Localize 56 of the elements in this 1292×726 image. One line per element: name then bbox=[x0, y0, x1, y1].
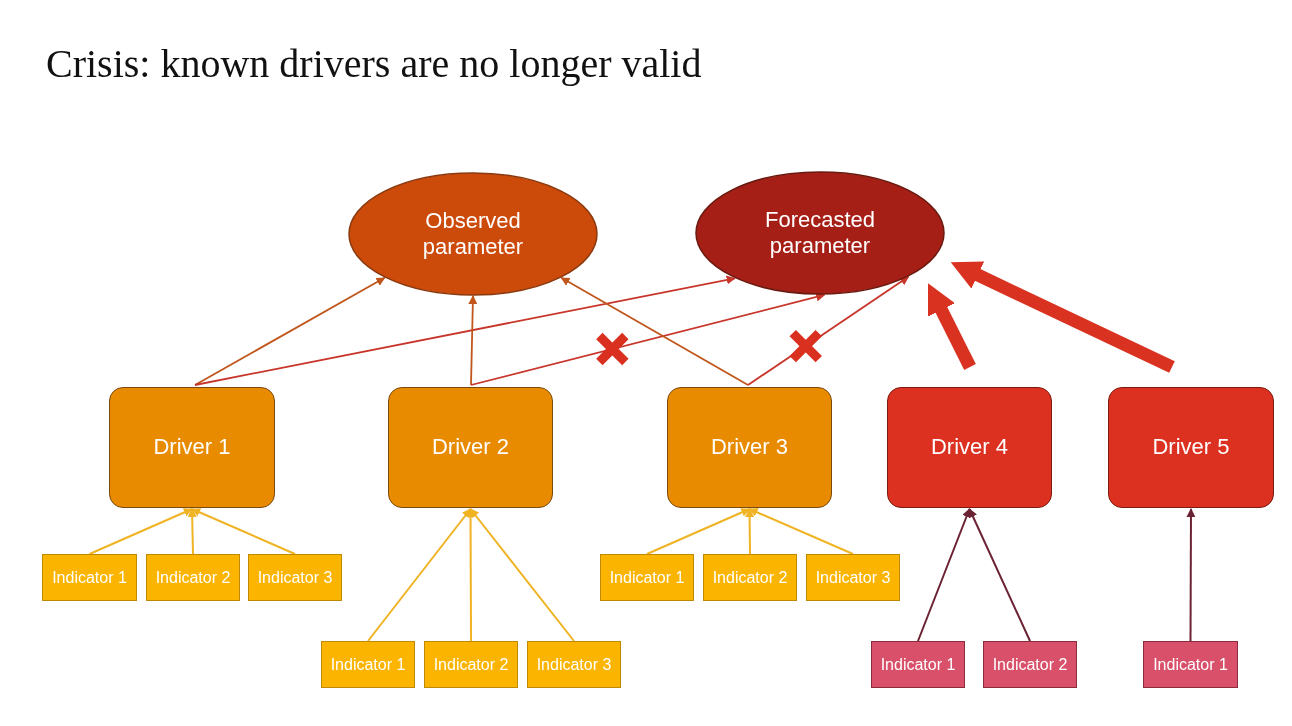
arrow bbox=[968, 508, 1031, 642]
indicator-box bbox=[527, 641, 621, 688]
arrow bbox=[468, 295, 478, 386]
node-label: Driver 5 bbox=[1152, 434, 1230, 461]
arrow bbox=[88, 508, 193, 555]
node-label: Indicator 3 bbox=[815, 567, 891, 588]
thick-arrow bbox=[950, 261, 1175, 373]
arrow bbox=[367, 508, 472, 642]
slide-title: Crisis: known drivers are no longer valid bbox=[46, 40, 702, 87]
driver-box bbox=[388, 387, 553, 508]
arrow bbox=[194, 275, 736, 386]
node-label: Indicator 1 bbox=[1153, 654, 1228, 675]
indicator-box bbox=[146, 554, 240, 601]
node-label: Observed parameter bbox=[421, 207, 525, 261]
node-label: Indicator 1 bbox=[880, 654, 956, 675]
indicator-box bbox=[1143, 641, 1238, 688]
node-label: Driver 2 bbox=[432, 434, 509, 461]
arrow bbox=[469, 508, 575, 642]
arrow bbox=[917, 508, 971, 642]
arrow bbox=[560, 276, 749, 386]
node-label: Indicator 2 bbox=[155, 567, 231, 588]
node-label: Indicator 3 bbox=[536, 654, 612, 675]
node-label: Driver 1 bbox=[153, 434, 231, 461]
indicator-box bbox=[248, 554, 342, 601]
arrow bbox=[191, 508, 296, 555]
indicator-box bbox=[321, 641, 415, 688]
arrow bbox=[466, 508, 476, 642]
arrow bbox=[1186, 508, 1196, 642]
thick-arrow bbox=[928, 283, 976, 370]
node-label: Indicator 1 bbox=[52, 567, 127, 588]
node-label: Forecasted parameter bbox=[763, 206, 877, 260]
node-label: Indicator 2 bbox=[712, 567, 788, 588]
arrow bbox=[748, 508, 854, 555]
indicator-box bbox=[600, 554, 694, 601]
driver-box bbox=[1108, 387, 1274, 508]
node-label: Driver 3 bbox=[711, 434, 788, 461]
driver-box bbox=[887, 387, 1052, 508]
indicator-box bbox=[871, 641, 965, 688]
node-label: Indicator 1 bbox=[609, 567, 685, 588]
indicator-box bbox=[983, 641, 1077, 688]
driver-box bbox=[667, 387, 832, 508]
arrow bbox=[745, 508, 755, 555]
indicator-box bbox=[806, 554, 900, 601]
arrow bbox=[194, 276, 386, 386]
indicator-box bbox=[703, 554, 797, 601]
driver-box bbox=[109, 387, 275, 508]
node-label: Indicator 3 bbox=[257, 567, 333, 588]
node-label: Indicator 1 bbox=[330, 654, 406, 675]
arrow bbox=[646, 508, 751, 555]
indicator-box bbox=[424, 641, 518, 688]
arrow bbox=[187, 508, 197, 555]
node-label: Indicator 2 bbox=[992, 654, 1068, 675]
arrow bbox=[470, 292, 826, 386]
node-label: Indicator 2 bbox=[433, 654, 509, 675]
node-label: Driver 4 bbox=[931, 434, 1008, 461]
indicator-box bbox=[42, 554, 137, 601]
